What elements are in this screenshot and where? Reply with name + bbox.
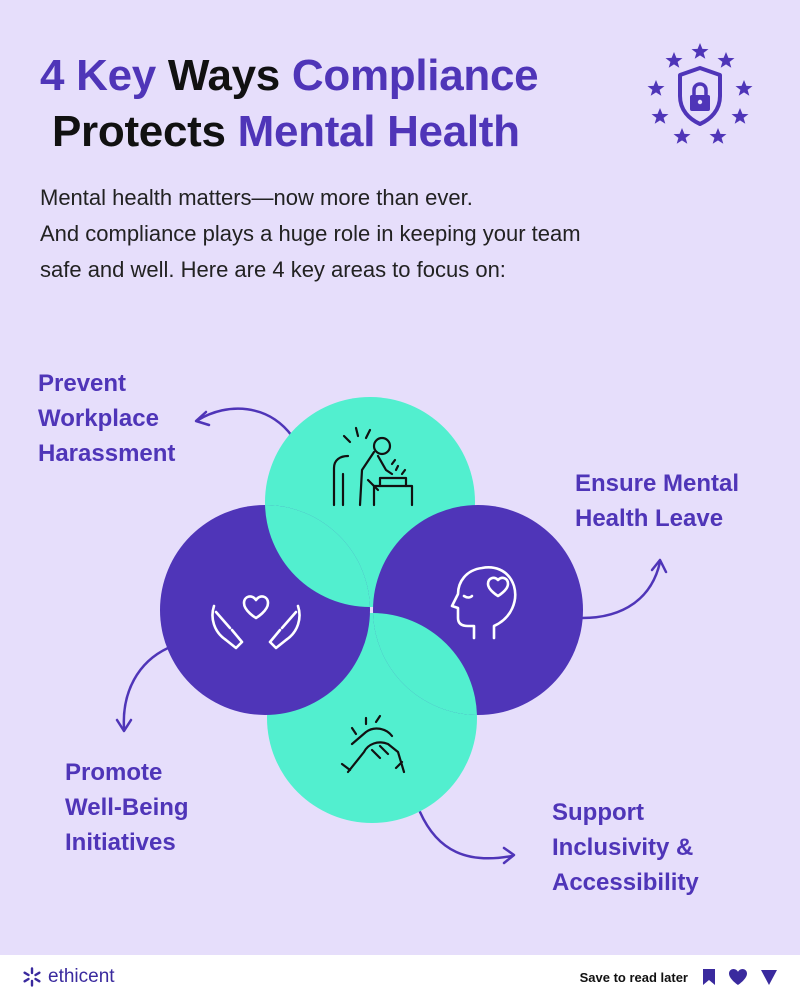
label-line: Inclusivity &: [552, 834, 694, 861]
label-promote-wellbeing: Promote Well-Being Initiatives: [65, 755, 189, 860]
title-part: Protects: [52, 107, 238, 156]
label-line: Harassment: [38, 440, 176, 467]
label-line: Prevent: [38, 370, 127, 397]
bookmark-icon[interactable]: [702, 968, 716, 986]
label-line: Ensure Mental: [575, 470, 740, 497]
arrow-leave: [580, 560, 662, 620]
intro-line: And compliance plays a huge role in keep…: [40, 221, 581, 246]
handshake-icon: [340, 714, 406, 774]
intro-line: safe and well. Here are 4 key areas to f…: [40, 257, 506, 282]
label-line: Initiatives: [65, 829, 176, 856]
distressed-person-icon: [332, 426, 414, 507]
label-line: Well-Being: [65, 794, 189, 821]
label-line: Health Leave: [575, 505, 724, 532]
label-line: Support: [552, 799, 644, 826]
label-ensure-leave: Ensure Mental Health Leave: [575, 466, 739, 536]
footer-bar: ethicent Save to read later: [0, 955, 800, 1000]
lock-shackle: [692, 82, 708, 96]
label-prevent-harassment: Prevent Workplace Harassment: [38, 366, 175, 471]
footer-actions: [702, 968, 778, 986]
title-part: Mental Health: [237, 107, 520, 156]
heart-icon[interactable]: [728, 968, 748, 986]
snowflake-logo-icon: [23, 967, 41, 987]
arrow-wellbeing: [122, 646, 170, 730]
arrow-harassment: [196, 407, 294, 438]
hands-heart-icon: [211, 595, 301, 650]
page-title: 4 Key Ways Compliance Protects Mental He…: [40, 48, 539, 160]
label-line: Promote: [65, 759, 163, 786]
label-line: Workplace: [38, 405, 159, 432]
title-part: 4 Key: [40, 51, 168, 100]
brand-logo[interactable]: ethicent: [22, 966, 115, 988]
shield-outline: [678, 66, 722, 126]
title-line-1: 4 Key Ways Compliance: [40, 48, 539, 104]
send-icon[interactable]: [760, 968, 778, 986]
intro-text: Mental health matters—now more than ever…: [40, 180, 680, 288]
title-part: Ways: [167, 51, 292, 100]
label-support-inclusivity: Support Inclusivity & Accessibility: [552, 795, 699, 900]
title-part: Compliance: [291, 51, 539, 100]
shield-lock-stars-icon: [647, 43, 753, 144]
stars-ring: [647, 43, 753, 144]
save-to-read-later-label: Save to read later: [579, 970, 688, 985]
head-heart-icon: [450, 566, 517, 640]
intro-line: Mental health matters—now more than ever…: [40, 185, 473, 210]
label-line: Accessibility: [552, 869, 699, 896]
title-line-2: Protects Mental Health: [40, 104, 538, 160]
brand-name: ethicent: [48, 966, 115, 987]
arrow-inclusivity: [418, 810, 514, 860]
